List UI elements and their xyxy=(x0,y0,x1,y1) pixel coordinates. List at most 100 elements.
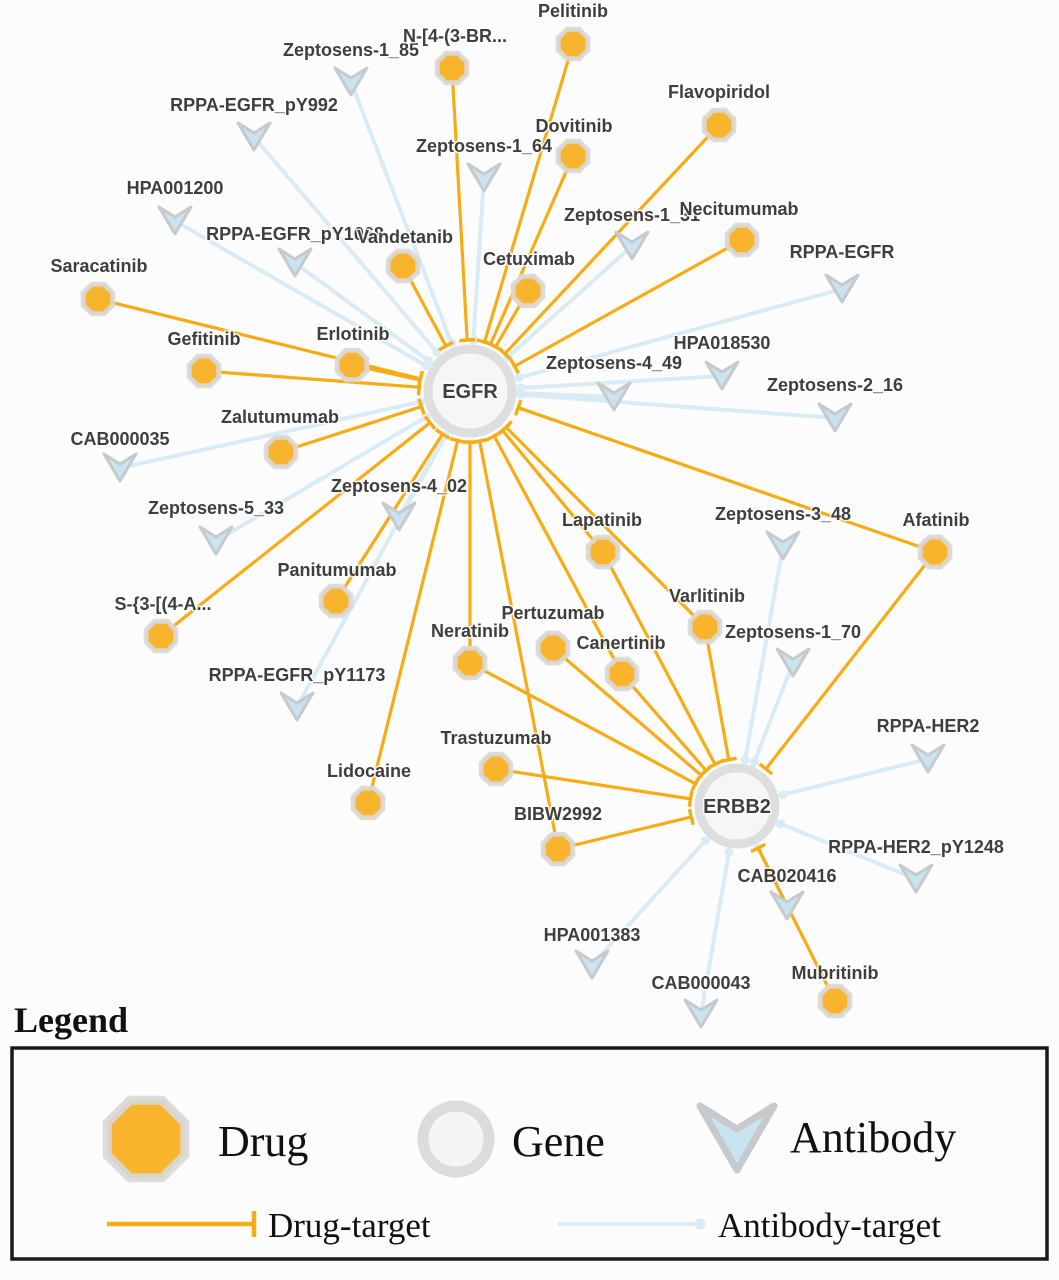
node-label: HPA001383 xyxy=(544,925,641,945)
antibody-node xyxy=(381,501,417,532)
node-label: Necitumumab xyxy=(679,199,798,219)
drug-target-edge xyxy=(503,123,721,355)
drug-node xyxy=(917,534,953,570)
drug-node xyxy=(585,534,621,570)
drug-node xyxy=(535,630,571,666)
drug-target-legend-label: Drug-target xyxy=(268,1206,431,1245)
drug-legend-icon xyxy=(102,1095,190,1183)
antibody-legend-icon xyxy=(696,1102,778,1174)
drug-target-edge-tee xyxy=(471,437,488,445)
antibody-target-edge xyxy=(349,81,454,345)
drug-target-edge-tee xyxy=(758,762,774,776)
node-label: Trastuzumab xyxy=(440,728,551,748)
node-label: Lidocaine xyxy=(327,761,411,781)
node-label: HPA001200 xyxy=(127,178,224,198)
node-label: Varlitinib xyxy=(669,586,745,606)
node-label: Zeptosens-1_70 xyxy=(725,622,861,642)
drug-target-edge xyxy=(517,406,936,554)
node-label: Zalutumumab xyxy=(221,407,339,427)
drug-target-edge-tee xyxy=(720,756,737,763)
gene-legend-label: Gene xyxy=(512,1117,605,1166)
drug-target-edge xyxy=(160,421,432,638)
drug-target-edge-tee xyxy=(499,420,513,434)
gene-node xyxy=(423,344,517,438)
antibody-node xyxy=(769,890,805,921)
drug-node xyxy=(80,281,116,317)
node-label: Zeptosens-2_16 xyxy=(767,375,903,395)
node-label: Cetuximab xyxy=(483,249,575,269)
antibody-node xyxy=(466,162,502,193)
antibody-target-legend-dot xyxy=(694,1218,706,1230)
node-label: Flavopiridol xyxy=(668,82,770,102)
drug-target-edge xyxy=(482,43,575,343)
drug-node xyxy=(385,248,421,284)
node-label: RPPA-HER2_pY1248 xyxy=(828,837,1004,857)
drug-target-edge xyxy=(501,429,605,554)
node-label: Canertinib xyxy=(576,633,665,653)
antibody-target-edge xyxy=(174,219,427,368)
antibody-target-edge xyxy=(295,434,448,708)
antibody-target-edge xyxy=(119,400,421,470)
drug-target-edge xyxy=(504,426,707,629)
node-label: Zeptosens-1_31 xyxy=(564,205,700,225)
gene-legend-icon xyxy=(417,1100,495,1178)
antibody-target-edge-dot xyxy=(424,356,434,366)
node-label: RPPA-EGFR xyxy=(790,242,895,262)
node-label: Lapatinib xyxy=(562,510,642,530)
antibody-target-edge-dot xyxy=(776,819,786,829)
drug-target-edge xyxy=(601,551,717,766)
drug-target-edge xyxy=(478,440,560,850)
antibody-target-edge-dot xyxy=(778,790,788,800)
antibody-node xyxy=(704,360,740,391)
antibody-node xyxy=(277,247,313,278)
drug-node xyxy=(701,107,737,143)
antibody-target-edge xyxy=(699,851,731,1015)
drug-target-edge xyxy=(450,67,469,341)
drug-target-edge xyxy=(551,646,703,777)
drug-target-edge-tee xyxy=(698,764,714,778)
antibody-node xyxy=(817,402,853,433)
antibody-node xyxy=(279,691,315,722)
drug-node xyxy=(817,983,853,1019)
antibody-node xyxy=(596,381,632,412)
legend-box xyxy=(10,1046,1049,1261)
antibody-target-edge xyxy=(779,821,917,881)
drug-node xyxy=(263,434,299,470)
antibody-target-edge xyxy=(520,391,615,399)
drug-target-edge xyxy=(756,847,837,1002)
antibody-node xyxy=(574,949,610,980)
antibody-target-edge xyxy=(293,261,431,363)
drug-target-edge-tee xyxy=(509,358,520,375)
node-label: Zeptosens-4_02 xyxy=(331,476,467,496)
node-label: Neratinib xyxy=(431,621,509,641)
drug-target-edge-tee xyxy=(750,842,767,854)
node-label: CAB000043 xyxy=(651,973,750,993)
node-label: Saracatinib xyxy=(50,256,147,276)
antibody-target-edge-dot xyxy=(516,390,526,400)
antibody-node xyxy=(683,998,719,1029)
antibody-target-edge-dot xyxy=(724,847,734,857)
drug-node xyxy=(350,785,386,821)
drug-node xyxy=(478,751,514,787)
antibody-target-edge xyxy=(214,415,428,543)
drug-target-edge xyxy=(620,672,708,772)
antibody-target-edge xyxy=(520,392,836,420)
antibody-target-edge-dot xyxy=(700,836,710,846)
drug-legend-label: Drug xyxy=(218,1117,308,1166)
antibody-node xyxy=(898,863,934,894)
antibody-node xyxy=(775,647,811,678)
node-label: CAB000035 xyxy=(70,429,169,449)
node-label: Mubritinib xyxy=(792,963,879,983)
node-label: Dovitinib xyxy=(536,116,613,136)
drug-target-edge xyxy=(495,767,691,801)
node-label: Zeptosens-3_48 xyxy=(715,504,851,524)
drug-node xyxy=(555,26,591,62)
antibody-node xyxy=(765,530,801,561)
antibody-target-edge xyxy=(743,545,785,761)
node-label: Pelitinib xyxy=(538,1,608,21)
drug-target-edge xyxy=(492,435,624,675)
node-label: ERBB2 xyxy=(703,796,771,818)
legend-title: Legend xyxy=(14,1000,128,1040)
antibody-target-edge-dot xyxy=(740,755,750,765)
